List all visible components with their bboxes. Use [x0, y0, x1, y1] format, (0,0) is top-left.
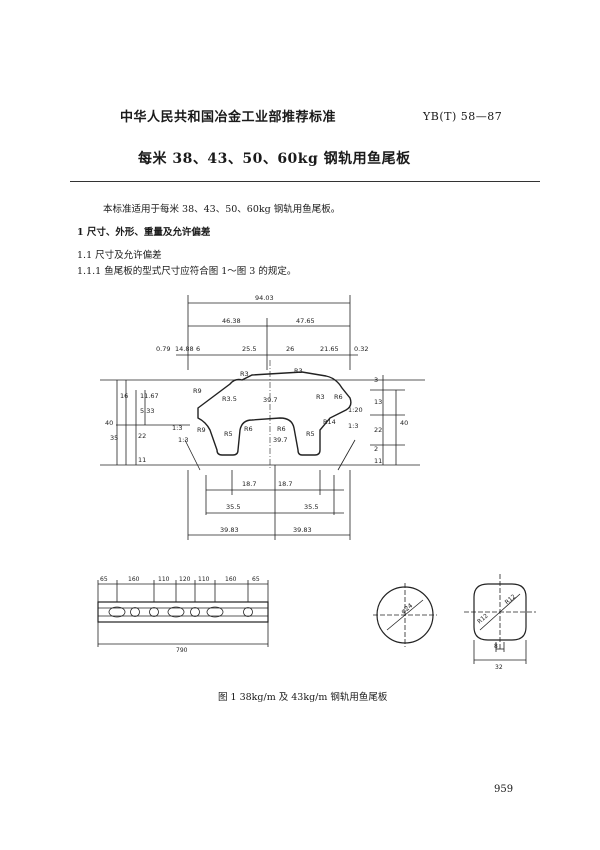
dim-left-22: 22	[138, 432, 146, 440]
plan-dim-120: 120	[179, 576, 191, 583]
plan-view-drawing: 65 160 110 120 110 160 65 790	[97, 576, 269, 654]
plan-hole-1	[108, 606, 126, 618]
dim-right-2: 2	[374, 445, 378, 453]
radius-r3-a: R3	[240, 370, 249, 378]
dim-94-03: 94.03	[255, 294, 274, 302]
dim-25-5: 25.5	[242, 345, 256, 353]
dim-35-5-left: 35.5	[226, 503, 240, 511]
slope-left-top: 1:3	[172, 424, 182, 432]
dim-right-11: 11	[374, 457, 382, 465]
dim-6: 6	[196, 345, 200, 353]
radius-r6-c: R6	[277, 425, 286, 433]
plan-hole-5	[190, 607, 200, 617]
radius-r5-a: R5	[224, 430, 233, 438]
plan-dim-65-b: 65	[252, 576, 260, 583]
dim-46-38: 46.38	[222, 317, 241, 325]
radius-r3-b: R3	[294, 367, 303, 375]
dim-left-11-67: 11.67	[140, 392, 159, 400]
plan-dim-110-a: 110	[158, 576, 170, 583]
standard-number: YB(T) 58—87	[423, 110, 503, 123]
oval-hole-inner: 8	[494, 643, 498, 650]
cross-section-drawing: 94.03 46.38 47.65 0.79 14.88 6 25.5 26 2…	[100, 294, 425, 540]
figure-caption: 图 1 38kg/m 及 43kg/m 钢轨用鱼尾板	[218, 692, 388, 703]
dim-26: 26	[286, 345, 294, 353]
dim-right-22: 22	[374, 426, 382, 434]
oval-hole-width: 32	[495, 664, 503, 671]
dim-47-65: 47.65	[296, 317, 315, 325]
fishplate-profile	[197, 371, 352, 456]
plan-dim-160-b: 160	[225, 576, 237, 583]
radius-r6-b: R6	[244, 425, 253, 433]
dim-center-39-7: 39.7	[263, 396, 277, 404]
dim-left-16: 16	[120, 392, 128, 400]
slope-right-bottom: 1:3	[348, 422, 358, 430]
dim-left-5-33: 5.33	[140, 407, 154, 415]
slope-left-bottom: 1:3	[178, 436, 188, 444]
page-number: 959	[494, 784, 514, 795]
plan-hole-7	[243, 607, 253, 617]
dim-right-13: 13	[374, 398, 382, 406]
radius-r6-a: R6	[334, 393, 343, 401]
section-1-1-heading: 1.1 尺寸及允许偏差	[77, 250, 162, 261]
dim-0-32: 0.32	[354, 345, 368, 353]
dim-18-7-left: 18.7	[242, 480, 256, 488]
dim-39-83-right: 39.83	[293, 526, 312, 534]
plan-hole-3	[149, 607, 159, 617]
plan-dim-790: 790	[176, 647, 188, 654]
dim-14-88: 14.88	[175, 345, 194, 353]
section-1-1-1-text: 1.1.1 鱼尾板的型式尺寸应符合图 1～图 3 的规定。	[77, 266, 297, 277]
radius-r9-bottom: R9	[197, 426, 206, 434]
radius-r3-c: R3	[316, 393, 325, 401]
fishplate-plan	[97, 601, 269, 623]
oval-hole-drawing: R12 R12 32 8	[464, 574, 536, 671]
intro-paragraph: 本标准适用于每米 38、43、50、60kg 钢轨用鱼尾板。	[103, 204, 341, 215]
radius-r14: R14	[323, 418, 336, 426]
slope-right-top: 1:20	[348, 406, 363, 414]
plan-hole-2	[130, 607, 140, 617]
radius-r5-b: R5	[306, 430, 315, 438]
radius-r3-5: R3.5	[222, 395, 237, 403]
plan-hole-6	[206, 606, 224, 618]
plan-hole-4	[167, 606, 185, 618]
section-1-heading: 1 尺寸、外形、重量及允许偏差	[77, 227, 211, 238]
dim-right-40: 40	[400, 419, 408, 427]
dim-18-7-right: 18.7	[278, 480, 292, 488]
dim-0-79: 0.79	[156, 345, 170, 353]
org-title: 中华人民共和国冶金工业部推荐标准	[120, 110, 337, 125]
round-hole-label: φ24	[399, 602, 414, 616]
dim-center-39-7-b: 39.7	[273, 436, 287, 444]
dim-left-35: 35	[110, 434, 118, 442]
dim-left-11: 11	[138, 456, 146, 464]
oval-hole-r12-b: R12	[504, 593, 518, 606]
radius-r9-top: R9	[193, 387, 202, 395]
plan-dim-160-a: 160	[128, 576, 140, 583]
plan-dim-110-b: 110	[198, 576, 210, 583]
round-hole-drawing: φ24	[373, 583, 437, 647]
dim-39-83-left: 39.83	[220, 526, 239, 534]
dim-35-5-right: 35.5	[304, 503, 318, 511]
title-rule	[70, 181, 540, 182]
doc-title: 每米 38、43、50、60kg 钢轨用鱼尾板	[138, 151, 411, 167]
dim-right-3: 3	[374, 376, 378, 384]
dim-left-40: 40	[105, 419, 113, 427]
plan-dim-65-a: 65	[100, 576, 108, 583]
dim-21-65: 21.65	[320, 345, 339, 353]
